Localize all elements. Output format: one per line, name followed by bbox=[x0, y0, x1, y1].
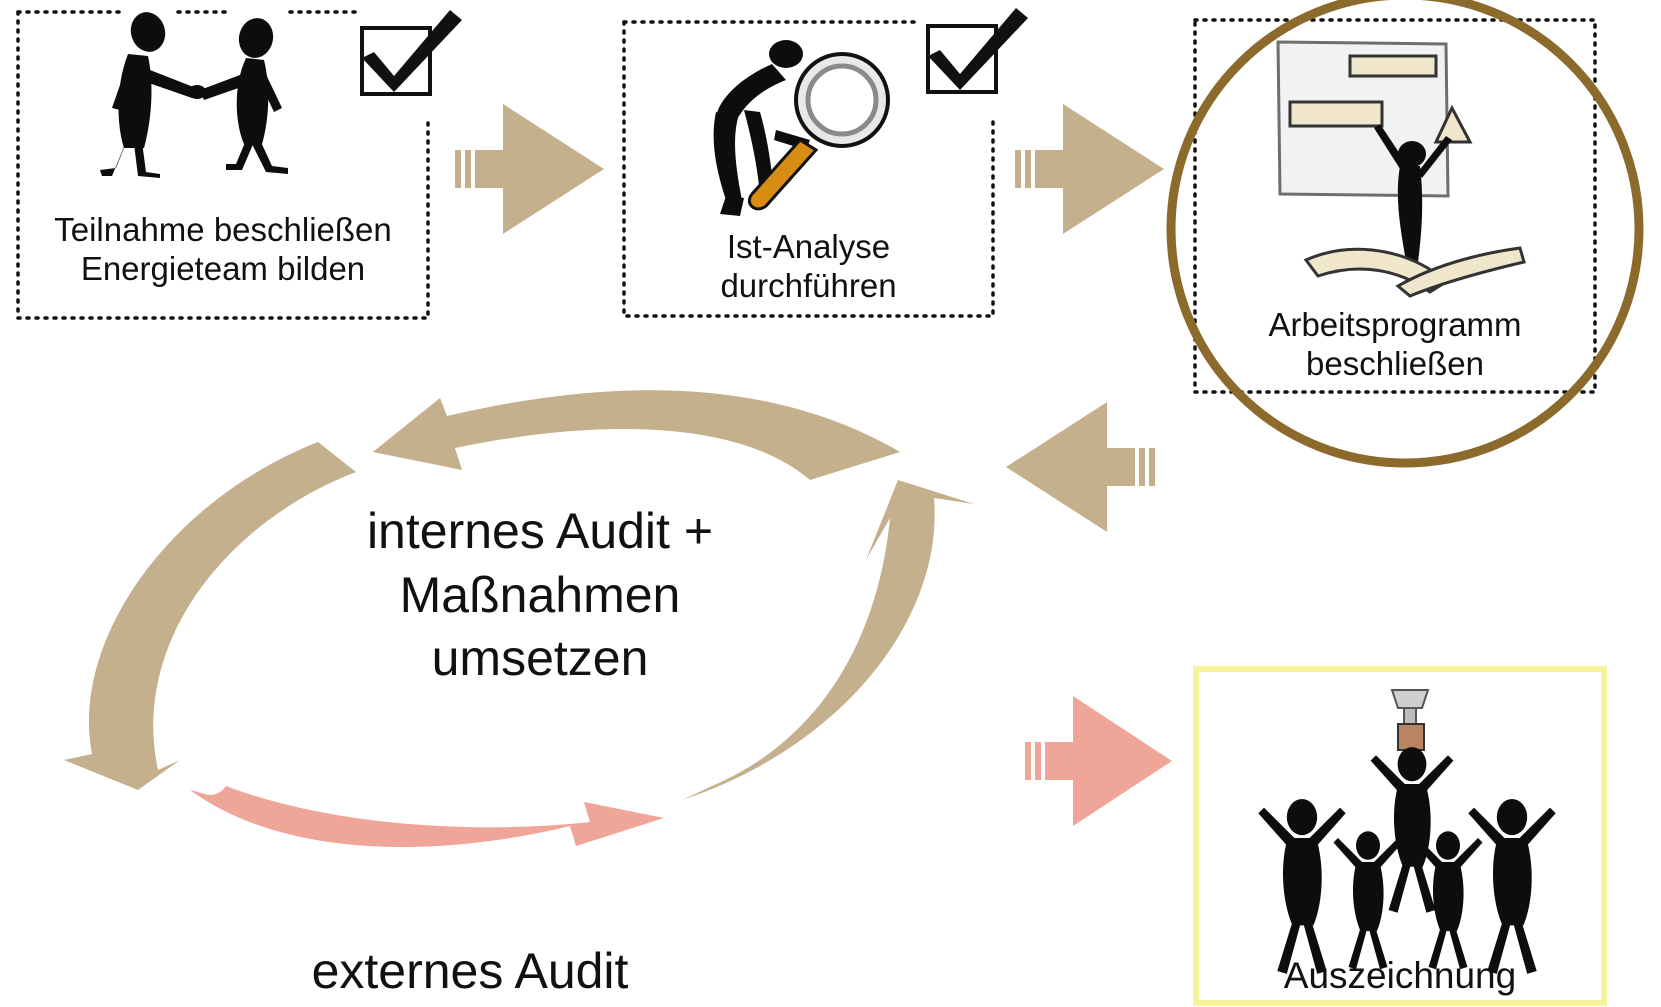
step-box-teilnahme bbox=[16, 10, 462, 320]
cycle-arrow-top bbox=[373, 390, 900, 480]
award-box bbox=[1193, 666, 1607, 1006]
cycle-label: internes Audit + Maßnahmen umsetzen bbox=[290, 500, 790, 691]
step-label-line1: Teilnahme beschließen bbox=[54, 211, 392, 248]
checkbox-checked-icon bbox=[926, 8, 1028, 94]
step-label-teilnahme: Teilnahme beschließen Energieteam bilden bbox=[18, 211, 428, 289]
magnifier-icon bbox=[713, 40, 890, 216]
step-box-ist-analyse bbox=[622, 8, 1028, 318]
step-label-line2: beschließen bbox=[1306, 344, 1484, 382]
step-label-line2: Energieteam bilden bbox=[80, 249, 366, 287]
flow-arrow-2-to-3 bbox=[1015, 104, 1164, 234]
dotted-frame bbox=[622, 20, 995, 318]
dotted-frame bbox=[16, 10, 430, 320]
celebrating-team-trophy-icon bbox=[1258, 689, 1556, 974]
cycle-arrow-bottom bbox=[190, 786, 664, 848]
flow-arrow-3-to-cycle bbox=[1006, 402, 1155, 532]
step-box-arbeitsprogramm bbox=[1166, 0, 1644, 468]
dotted-frame bbox=[1193, 18, 1597, 394]
step-label-arbeitsprogramm: Arbeitsprogramm beschließen bbox=[1195, 306, 1595, 384]
cycle-label-line2: Maßnahmen bbox=[399, 566, 681, 623]
cycle-arrow-right bbox=[682, 480, 974, 800]
external-audit-label: externes Audit bbox=[311, 943, 629, 999]
highlight-circle bbox=[1166, 0, 1644, 468]
cycle-arrow-left bbox=[64, 442, 356, 790]
checkbox-checked-icon bbox=[360, 10, 462, 96]
step-label-line2: durchführen bbox=[720, 266, 897, 304]
handshake-icon bbox=[100, 12, 288, 178]
step-label-line1: Arbeitsprogramm bbox=[1268, 306, 1522, 343]
cycle-label-line3: umsetzen bbox=[431, 630, 649, 686]
step-label-line1: Ist-Analyse bbox=[726, 228, 891, 265]
flow-arrow-1-to-2 bbox=[455, 104, 604, 234]
flow-arrow-to-award bbox=[1025, 696, 1172, 826]
cycle-label-line1: internes Audit + bbox=[366, 503, 714, 559]
award-label: Auszeichnung bbox=[1283, 955, 1517, 996]
step-label-ist-analyse: Ist-Analyse durchführen bbox=[624, 228, 993, 306]
cycle-arrows bbox=[64, 390, 974, 848]
presentation-board-icon bbox=[1276, 40, 1526, 298]
